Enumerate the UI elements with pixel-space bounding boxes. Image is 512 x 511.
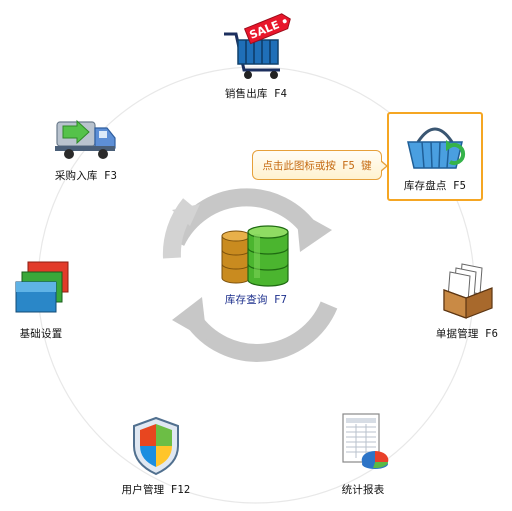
tooltip-arrow: [380, 160, 388, 172]
shield-icon: [133, 416, 179, 476]
database-cylinders-icon: [221, 225, 289, 287]
module-user-management[interactable]: 用户管理 F12: [108, 414, 204, 497]
document-box-icon: [443, 263, 493, 319]
module-statistics-reports[interactable]: 统计报表: [324, 410, 402, 497]
module-statistics-reports-label: 统计报表: [341, 484, 385, 496]
tooltip-text: 点击此图标或按 F5 键: [262, 159, 372, 172]
delivery-truck-icon: [55, 119, 116, 159]
report-chart-icon: [342, 413, 389, 469]
module-sales-outbound[interactable]: SALE 销售出库 F4: [214, 12, 298, 101]
module-documents[interactable]: 单据管理 F6: [424, 260, 510, 341]
module-purchase-inbound[interactable]: 采购入库 F3: [38, 112, 134, 183]
module-documents-label: 单据管理 F6: [435, 328, 499, 340]
shopping-cart-sale-icon: SALE: [224, 13, 291, 79]
module-purchase-label: 采购入库 F3: [54, 170, 118, 182]
module-inventory-count-label: 库存盘点 F5: [403, 180, 467, 192]
module-inventory-count[interactable]: 库存盘点 F5: [387, 112, 483, 201]
module-basic-settings-label: 基础设置: [19, 328, 63, 340]
module-basic-settings[interactable]: 基础设置: [6, 258, 76, 341]
shopping-basket-icon: [407, 127, 466, 169]
module-sales-label: 销售出库 F4: [224, 88, 288, 100]
shortcut-tooltip: 点击此图标或按 F5 键: [252, 150, 388, 180]
stacked-tiles-icon: [15, 261, 69, 313]
module-inventory-query[interactable]: 库存查询 F7: [206, 220, 306, 307]
module-inventory-query-label: 库存查询 F7: [224, 294, 288, 306]
module-user-management-label: 用户管理 F12: [121, 484, 191, 496]
